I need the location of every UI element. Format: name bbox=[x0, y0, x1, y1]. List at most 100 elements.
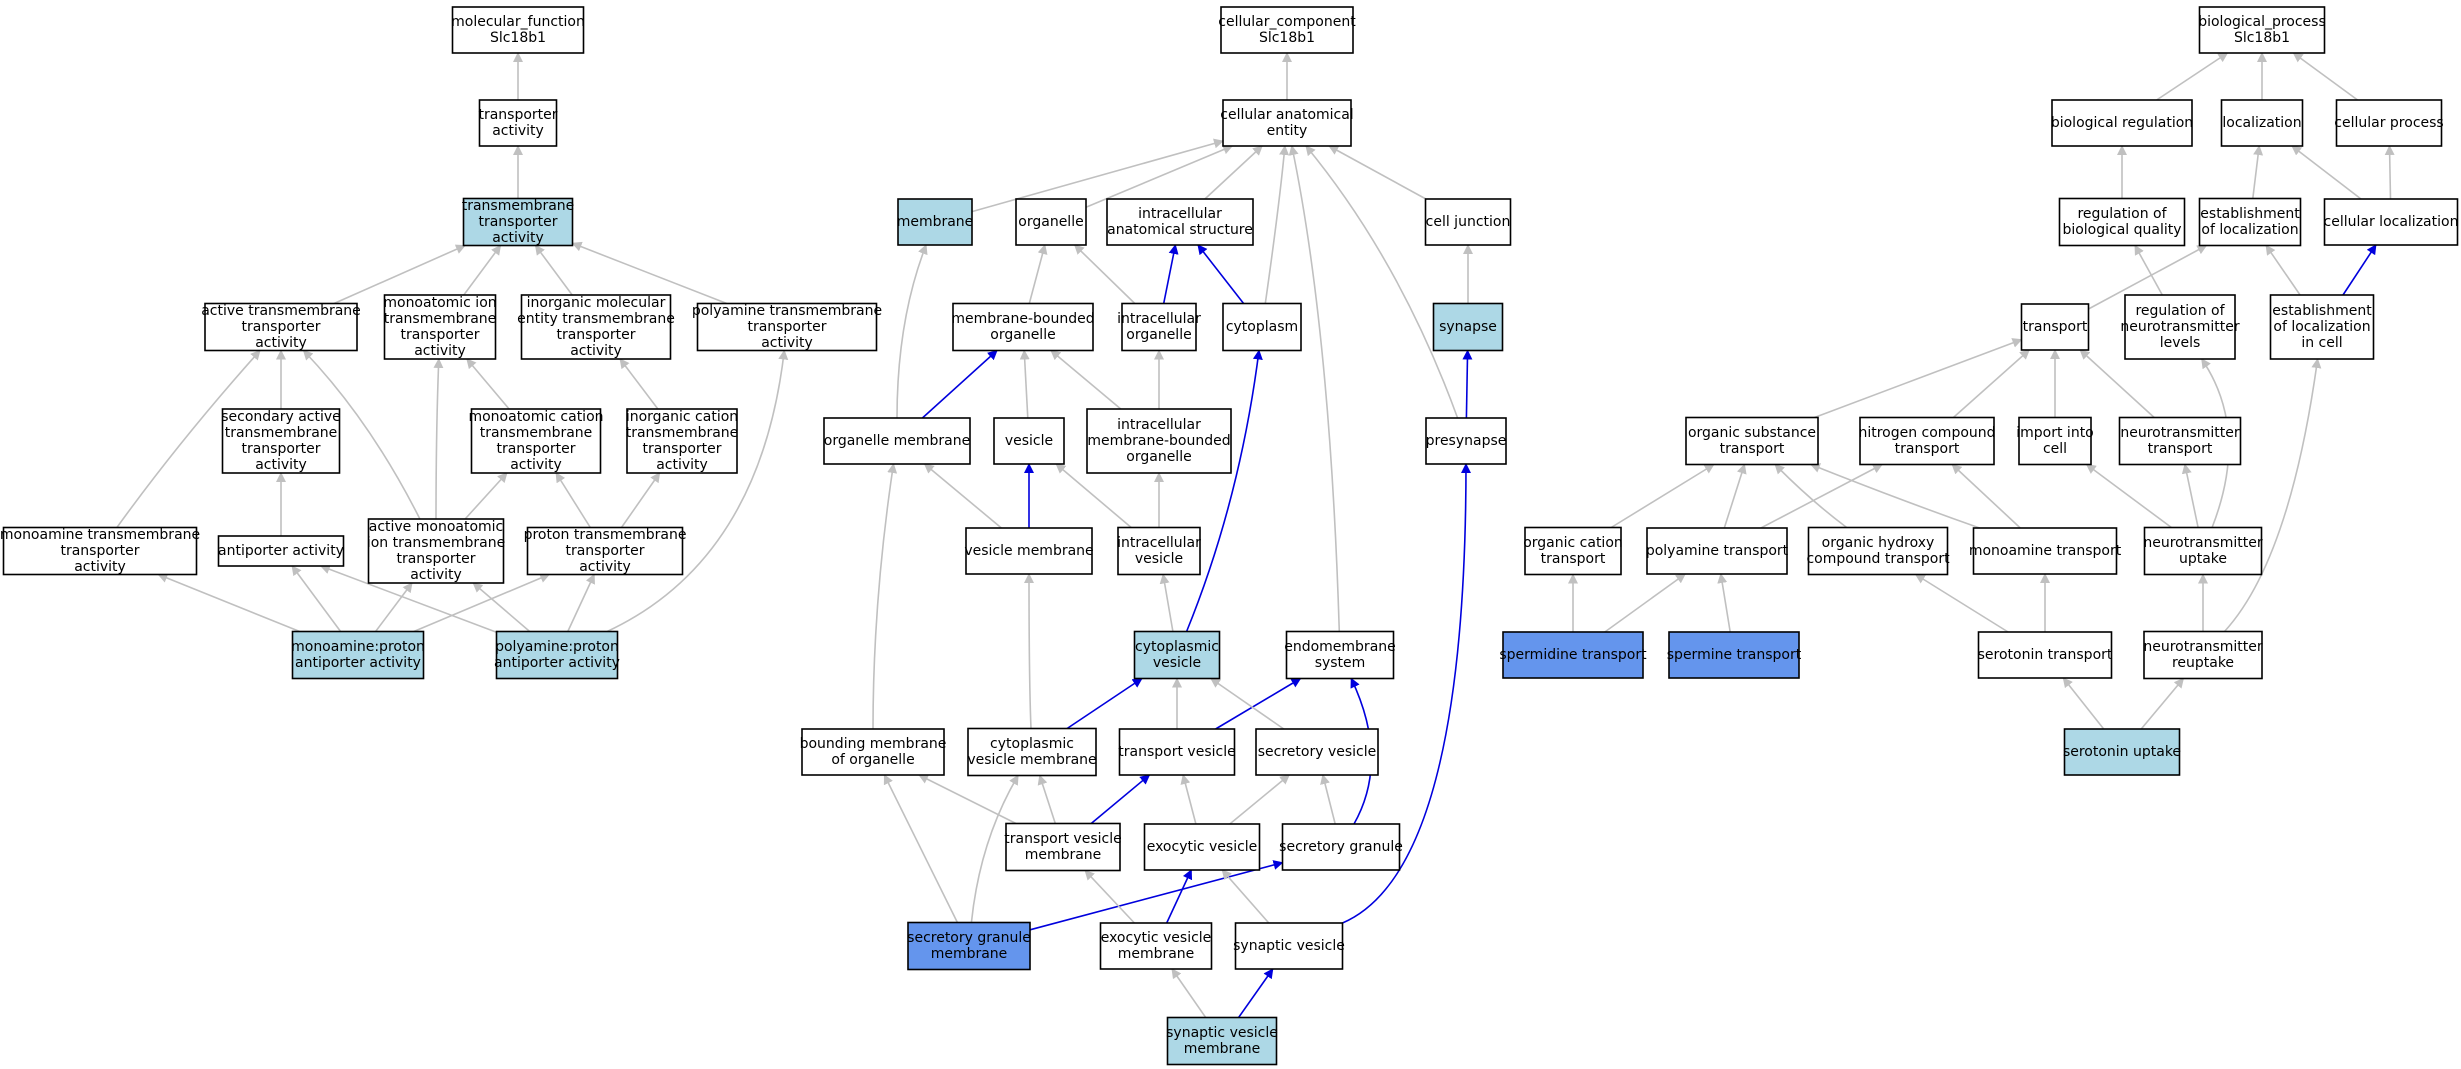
node-membrane: membrane bbox=[897, 198, 973, 246]
node-box bbox=[626, 408, 738, 474]
node-label-line: transport bbox=[2023, 319, 2088, 335]
edge-synv-to-ev bbox=[1221, 869, 1270, 924]
node-label-line: localization bbox=[2222, 115, 2301, 131]
node-label-line: transport vesicle bbox=[1118, 744, 1235, 760]
node-box bbox=[2058, 197, 2186, 247]
edge-br-to-bp bbox=[2156, 52, 2229, 101]
node-vesicle: vesicle bbox=[993, 417, 1065, 465]
edge-su-to-st bbox=[2062, 677, 2105, 730]
node-label-line: activity bbox=[761, 335, 813, 351]
node-label-line: system bbox=[1315, 655, 1366, 671]
edge-rnl-to-rbq bbox=[2134, 244, 2164, 296]
node-label-line: cell bbox=[2043, 441, 2067, 457]
node-label-line: presynapse bbox=[1426, 433, 1507, 449]
node-label-line: cytoplasmic bbox=[990, 736, 1074, 752]
edge-imetta-to-tta bbox=[534, 244, 573, 296]
edge-cp-to-bp bbox=[2292, 52, 2359, 101]
node-label-line: activity bbox=[255, 457, 307, 473]
node-box bbox=[1685, 416, 1819, 466]
node-box bbox=[1099, 922, 1213, 970]
node-cell-junction: cell junction bbox=[1424, 198, 1512, 246]
node-label-line: exocytic vesicle bbox=[1101, 930, 1212, 946]
node-label-line: monoatomic cation bbox=[468, 409, 603, 425]
node-label-line: serotonin uptake bbox=[2063, 744, 2181, 760]
node-label-line: of localization bbox=[2273, 319, 2370, 335]
node-label-line: biological regulation bbox=[2051, 115, 2193, 131]
node-label-line: of localization bbox=[2201, 222, 2298, 238]
edge-pre-to-syn bbox=[1462, 349, 1473, 419]
node-box bbox=[1807, 526, 1949, 576]
edge-tvm-to-tv bbox=[1090, 774, 1151, 825]
edge-tvm-to-cvm bbox=[1037, 774, 1057, 824]
edge-cyto-to-cae bbox=[1264, 145, 1290, 304]
edge-org-to-cae bbox=[1085, 144, 1234, 209]
node-cellular-localization: cellular localization bbox=[2324, 198, 2458, 246]
edge-nu-to-iic bbox=[2085, 463, 2172, 529]
node-label-line: Slc18b1 bbox=[2234, 30, 2290, 46]
edge-ppaa-to-ptta bbox=[606, 349, 789, 633]
node-box bbox=[1502, 631, 1644, 679]
node-label-line: of organelle bbox=[831, 752, 914, 768]
edge-cl-to-cp bbox=[2384, 145, 2395, 200]
node-label-line: activity bbox=[656, 457, 708, 473]
node-exocytic-vesicle: exocytic vesicle bbox=[1143, 823, 1261, 871]
edge-om-to-mbo bbox=[921, 349, 998, 419]
node-box bbox=[1281, 823, 1401, 871]
node-label-line: membrane-bounded bbox=[951, 311, 1094, 327]
node-secretory-granule: secretory granule bbox=[1279, 823, 1403, 871]
node-label-line: transport bbox=[1895, 441, 1960, 457]
node-polyamine-transport: polyamine transport bbox=[1646, 527, 1789, 575]
node-box bbox=[2220, 99, 2304, 147]
edge-ictta-to-imetta bbox=[619, 358, 659, 410]
node-vesicle-membrane: vesicle membrane bbox=[964, 527, 1094, 575]
edge-sv-to-cv bbox=[1210, 677, 1285, 730]
node-box bbox=[1234, 922, 1344, 970]
node-box bbox=[1255, 728, 1379, 776]
node-label-line: biological quality bbox=[2062, 222, 2181, 238]
node-box bbox=[451, 6, 585, 54]
node-label-line: anatomical structure bbox=[1107, 222, 1253, 238]
edge-mt-to-ost bbox=[1809, 463, 1980, 529]
node-label-line: bounding membrane bbox=[800, 736, 947, 752]
edge-iv-to-ves bbox=[1055, 463, 1132, 529]
edge-cl-to-loc bbox=[2291, 145, 2362, 200]
node-label-line: activity bbox=[570, 343, 622, 359]
edge-ev-to-tv bbox=[1180, 774, 1197, 825]
node-box bbox=[217, 535, 345, 567]
edge-pt-to-nct bbox=[1760, 463, 1883, 529]
node-label-line: transmembrane bbox=[626, 425, 739, 441]
edge-tv-to-es bbox=[1215, 677, 1302, 730]
node-box bbox=[526, 526, 684, 576]
node-polyamine-transmembrane-transporter-activity: polyamine transmembranetransporteractivi… bbox=[692, 302, 882, 352]
node-box bbox=[1524, 526, 1622, 576]
edge-ev-to-sv bbox=[1229, 774, 1290, 825]
node-box bbox=[1133, 630, 1221, 680]
node-label-line: inorganic molecular bbox=[527, 295, 666, 311]
node-label-line: molecular_function bbox=[451, 14, 585, 30]
node-box bbox=[1222, 302, 1302, 352]
edge-mem-to-cae bbox=[971, 138, 1224, 213]
node-label-line: active transmembrane bbox=[201, 303, 361, 319]
edge-mctta-to-mitta bbox=[466, 358, 510, 410]
node-label-line: intracellular bbox=[1117, 311, 1201, 327]
node-box bbox=[1118, 728, 1236, 776]
node-label-line: activity bbox=[492, 123, 544, 139]
edge-ppaa-to-aa bbox=[319, 564, 497, 633]
node-label-line: transmembrane bbox=[462, 198, 575, 214]
node-label-line: antiporter activity bbox=[494, 655, 620, 671]
node-box bbox=[2143, 630, 2263, 680]
node-box bbox=[204, 302, 358, 352]
node-label-line: organelle bbox=[1018, 214, 1083, 230]
node-label-line: inorganic cation bbox=[626, 409, 738, 425]
node-label-line: entity transmembrane bbox=[517, 311, 675, 327]
edges-layer bbox=[116, 52, 2395, 1018]
node-box bbox=[2335, 99, 2443, 147]
